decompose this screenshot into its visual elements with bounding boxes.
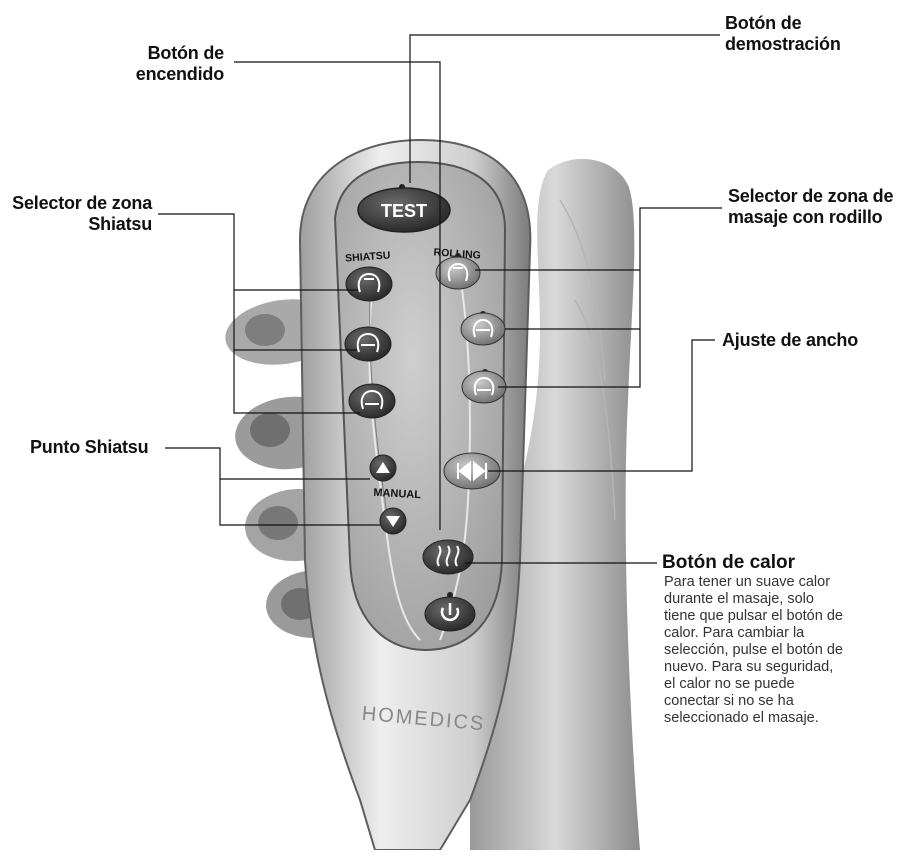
label-heat-button: Botón de calor (662, 552, 796, 573)
manual-down-button[interactable] (379, 507, 407, 535)
shiatsu-label: SHIATSU (345, 249, 391, 264)
heat-button[interactable] (422, 539, 474, 575)
heat-button-description: Para tener un suave calor durante el mas… (664, 574, 843, 726)
manual-label: MANUAL (373, 487, 422, 501)
shiatsu-zone-button-lower[interactable] (348, 383, 396, 419)
width-adjust-button[interactable] (443, 452, 501, 490)
leader-lines (158, 34, 722, 564)
label-width-adjust: Ajuste de ancho (722, 330, 859, 350)
power-button[interactable] (424, 592, 476, 632)
label-shiatsu-point: Punto Shiatsu (30, 437, 149, 457)
test-button[interactable]: TEST (357, 184, 451, 233)
rolling-zone-button-upper[interactable] (435, 253, 481, 290)
shiatsu-zone-button-middle[interactable] (344, 326, 392, 362)
shiatsu-zone-button-upper[interactable] (345, 266, 393, 302)
test-label: TEST (381, 201, 427, 221)
manual-up-button[interactable] (369, 454, 397, 482)
hand (225, 158, 640, 850)
